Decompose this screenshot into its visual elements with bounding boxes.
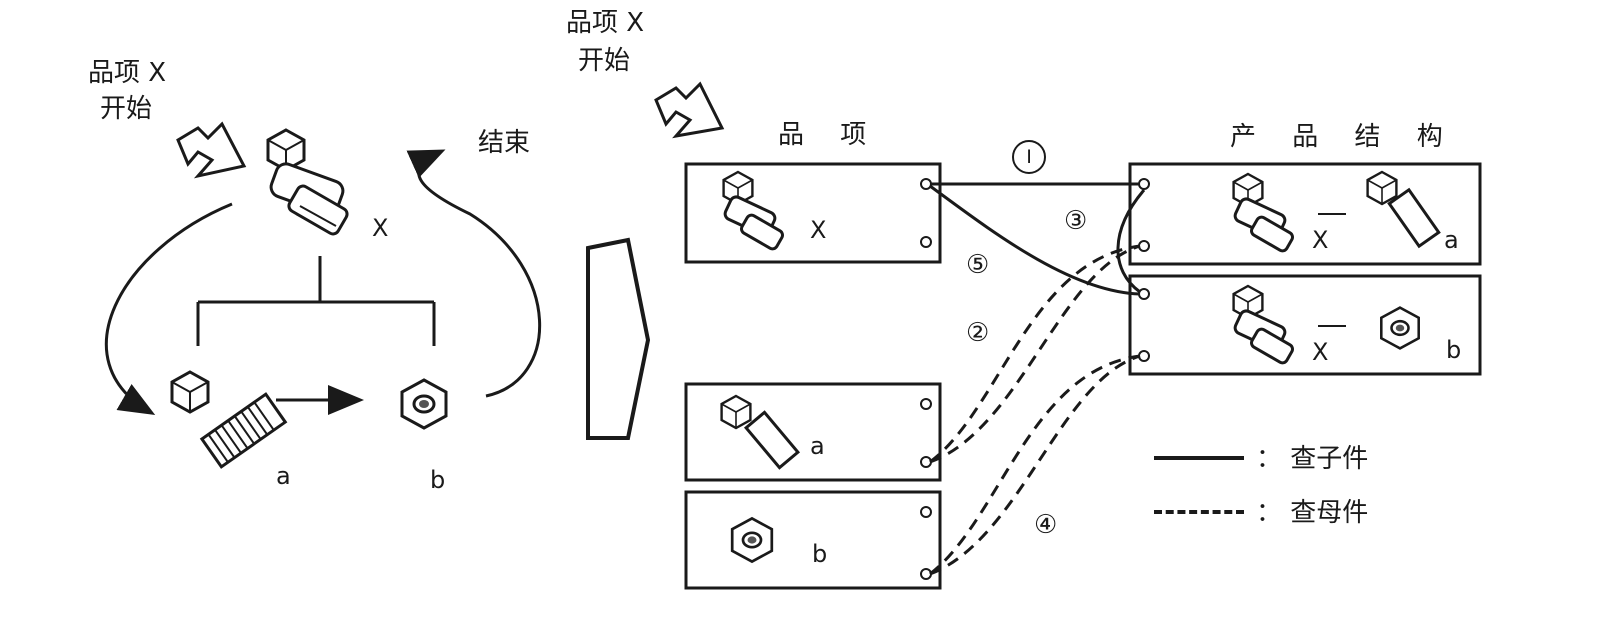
left-start-arrow-icon [176,121,247,179]
structure-header: 产 品 结 构 [1230,122,1457,152]
nut-b-icon [400,378,448,430]
step-label-5: ⑤ [966,250,990,280]
assembly-x-icon [266,128,349,236]
item-card-b [684,490,942,590]
left-start-label-line1: 品项 X [88,58,167,88]
dashed-connectors [929,244,1141,576]
step-label-1: Ⅰ [1012,140,1046,174]
structure-1-parent-icon [1232,172,1294,253]
right-start-arrow-icon [654,81,725,139]
left-x-label: X [372,214,389,242]
structure-1-child-icon [1366,170,1441,249]
item-card-holes [920,178,932,580]
structure-1-child-letter: a [1444,226,1459,254]
item-x-assembly-icon [722,170,784,251]
item-a-letter: a [810,432,825,460]
end-curve-arrow [406,149,541,398]
step-label-4: ④ [1034,510,1058,540]
legend-solid-line [1154,456,1244,460]
solid-connectors [929,182,1146,296]
right-start-label-line1: 品项 X [566,8,645,38]
step-label-3: ③ [1064,206,1088,236]
structure-2-child-icon [1380,306,1420,350]
item-b-nut-icon [730,517,774,563]
items-header: 品 项 [778,120,881,150]
item-b-letter: b [812,540,828,568]
structure-2-parent-letter: X [1312,338,1329,366]
structure-1-parent-letter: X [1312,226,1329,254]
end-label: 结束 [478,128,531,158]
bolt-a-icon [170,370,288,469]
legend-dashed-label: ： 查母件 [1256,498,1369,528]
structure-tree-lines [196,256,436,346]
right-start-label-line2: 开始 [578,46,631,76]
transform-arrow-icon [586,237,651,440]
start-curve-arrow [105,202,233,416]
structure-2-parent-icon [1232,284,1294,365]
structure-card-x-b [1128,274,1482,376]
item-x-letter: X [810,216,827,244]
step-label-2: ② [966,318,990,348]
legend-solid-label: ： 查子件 [1256,444,1369,474]
legend-dashed-line [1154,510,1244,514]
left-a-label: a [276,462,291,490]
left-b-label: b [430,466,446,494]
left-start-label-line2: 开始 [100,94,153,124]
structure-2-child-letter: b [1446,336,1462,364]
item-a-bolt-icon [720,394,801,470]
